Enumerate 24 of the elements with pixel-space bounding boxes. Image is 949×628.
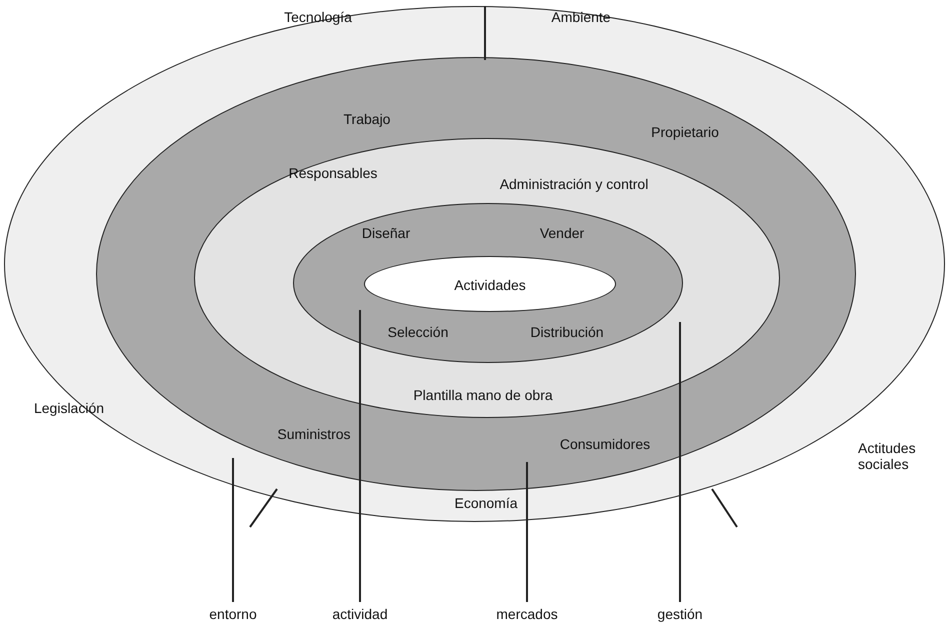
- leader-label: entorno: [209, 606, 257, 622]
- ring-label: Selección: [388, 324, 448, 340]
- ring-label: Propietario: [651, 124, 719, 140]
- leader-label: actividad: [332, 606, 388, 622]
- leader-label: mercados: [496, 606, 558, 622]
- leader-line: [232, 458, 234, 602]
- leader-line: [679, 322, 681, 602]
- leader-label: gestión: [657, 606, 703, 622]
- ring-label: Diseñar: [362, 225, 410, 241]
- ring-label: Economía: [454, 495, 518, 511]
- ring-label: Administración y control: [500, 176, 648, 192]
- ring-label: Actitudes sociales: [858, 440, 917, 472]
- ring-label: Consumidores: [560, 436, 650, 452]
- leader-line: [526, 462, 528, 602]
- ring-label: Actividades: [454, 277, 526, 293]
- ring-label: Vender: [540, 225, 584, 241]
- ring-label: Tecnología: [284, 9, 352, 25]
- ring-label: Responsables: [288, 165, 378, 181]
- ring-label: Suministros: [277, 426, 351, 442]
- leader-line: [359, 310, 361, 602]
- ring-label: Trabajo: [344, 111, 390, 127]
- ring-label: Ambiente: [551, 9, 611, 25]
- ring-label: Plantilla mano de obra: [413, 387, 553, 403]
- ring-label: Distribución: [530, 324, 604, 340]
